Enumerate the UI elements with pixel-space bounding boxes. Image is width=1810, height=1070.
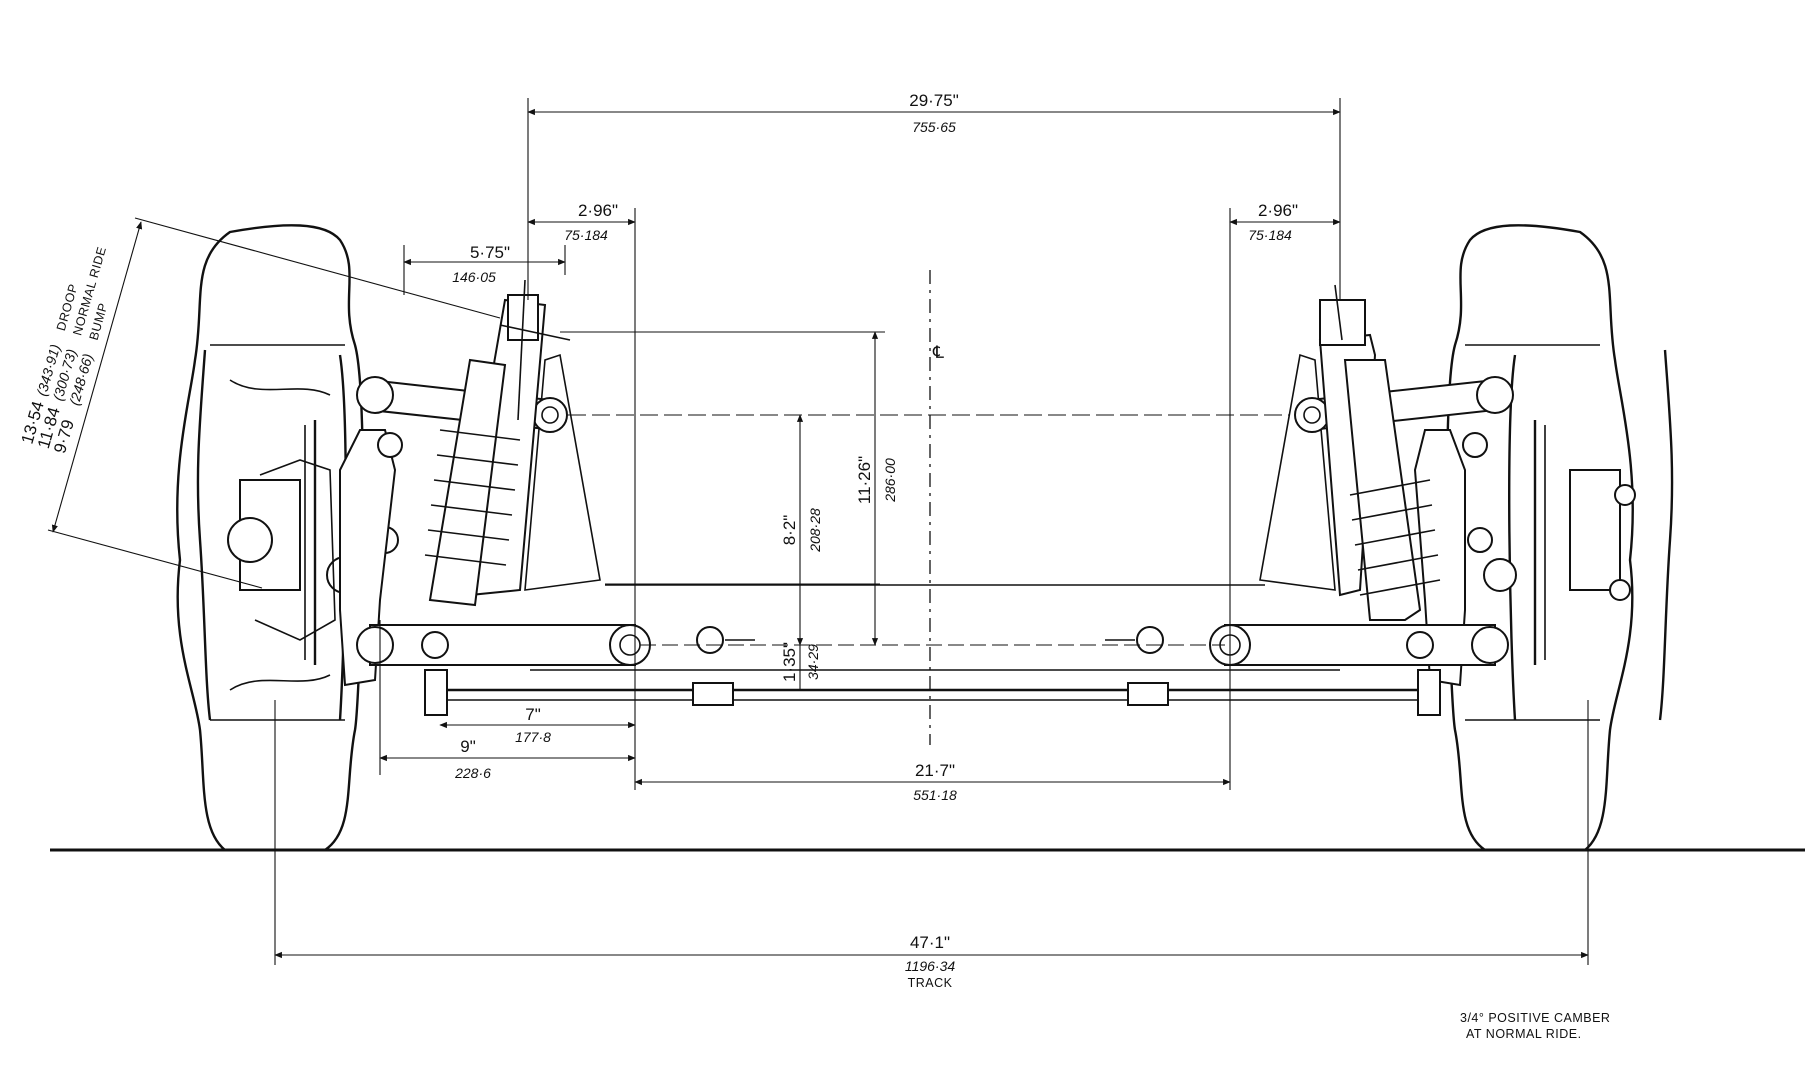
right-offset-inch: 2·96" [1258,201,1298,220]
crossmember [530,584,1340,671]
right-wheel [1445,224,1674,852]
arm-width-inch: 5·75" [470,243,510,262]
mount-height-inch: 11·26" [855,456,874,504]
camber-note-line1: 3/4° POSITIVE CAMBER [1460,1011,1610,1025]
camber-note-line2: AT NORMAL RIDE. [1466,1027,1582,1041]
lower-9-mm: 228·6 [454,765,491,781]
left-coilover [424,279,571,607]
upper-span-inch: 29·75" [909,91,959,110]
low-height-mm: 34·29 [805,644,821,680]
right-lower-arm [1209,624,1509,666]
pivot-height-mm: 208·28 [807,508,823,553]
upper-span-mm: 755·65 [912,119,956,135]
track-inch: 47·1" [910,933,950,952]
lower-7-mm: 177·8 [515,729,551,745]
left-offset-mm: 75·184 [564,227,608,243]
left-tower [524,353,601,591]
centerline-symbol: ℄ [932,343,944,362]
right-tower [1259,353,1336,591]
right-offset-mm: 75·184 [1248,227,1292,243]
mount-height-mm: 286·00 [882,458,898,503]
left-lower-arm [356,624,651,666]
lower-7-inch: 7" [525,705,541,724]
pivot-height-inch: 8·2" [780,515,799,546]
right-coilover [1318,284,1441,621]
low-height-inch: 1·35" [780,642,799,682]
left-offset-inch: 2·96" [578,201,618,220]
track-label: TRACK [908,976,953,990]
lower-9-inch: 9" [460,737,476,756]
arm-width-mm: 146·05 [452,269,496,285]
wheel-travel-labels: 13·54 (343·91) DROOP 11·84 (300·73) NORM… [18,245,111,456]
inner-span-mm: 551·18 [913,787,957,803]
inner-span-inch: 21·7" [915,761,955,780]
steering-linkage [424,626,1441,716]
track-mm: 1196·34 [905,958,956,974]
